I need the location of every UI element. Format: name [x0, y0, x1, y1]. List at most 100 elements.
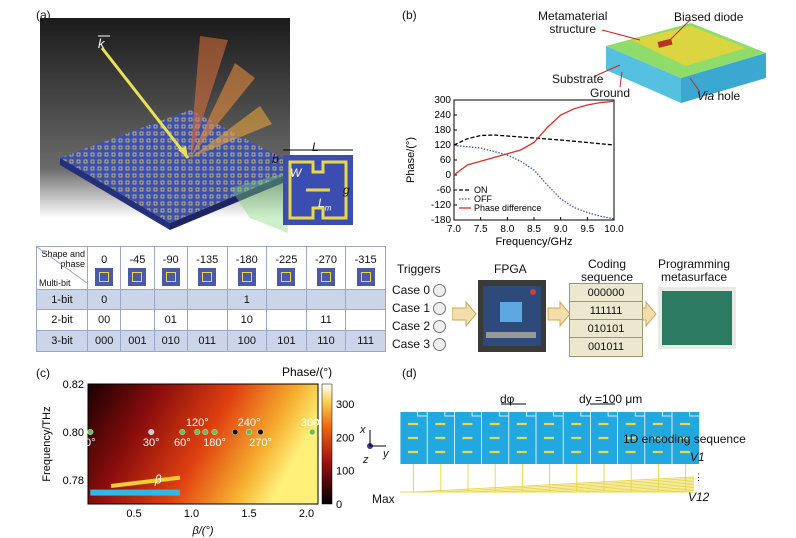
phase-col-6: -270 [305, 246, 347, 290]
metasurface-sample-image [658, 287, 736, 349]
phase-value: -180 [235, 253, 258, 266]
table-cell [153, 288, 188, 311]
trigger-knob-icon [433, 338, 447, 352]
corner-mid: phase [60, 259, 85, 269]
axis-z-label: z [363, 454, 369, 466]
column-bracket [689, 412, 700, 417]
table-cell: 110 [305, 330, 347, 352]
table-row: 1-bit 0 1 [36, 288, 386, 311]
via-hole-label: Via hole [697, 89, 740, 103]
y-tick-label: 0 [445, 170, 451, 181]
corner-top: Shape and [41, 249, 85, 259]
phase-col-3: -135 [186, 246, 228, 290]
panel-b-label: (b) [402, 8, 417, 22]
data-point [211, 428, 218, 436]
max-label: Max [372, 492, 395, 506]
bias-line [549, 484, 695, 493]
table-row: 3-bit 000 001 010 011 100 101 110 111 [36, 330, 386, 352]
y-tick-label: 120 [434, 140, 451, 151]
table-cell: 11 [305, 309, 347, 332]
x-tick-label: 10.0 [604, 224, 624, 235]
y-axis-label: Phase/(°) [405, 137, 417, 183]
v12-label: V12 [688, 490, 710, 504]
column-bracket [662, 412, 672, 417]
v1-label: V1 [690, 450, 705, 464]
dim-W-label: W [290, 166, 302, 180]
phase-col-2: -90 [153, 246, 188, 290]
table-cell: 011 [186, 330, 228, 352]
table-cell [120, 288, 155, 311]
y-tick-label: 0.78 [63, 475, 84, 487]
row-label: 2-bit [36, 309, 88, 332]
series-line [453, 100, 615, 176]
table-cell [305, 288, 347, 311]
y-tick-label: -180 [431, 215, 451, 226]
phase-value: -90 [162, 253, 179, 266]
x-tick-label: 8.0 [500, 224, 514, 235]
row-label: 1-bit [36, 288, 88, 311]
data-point [232, 428, 239, 436]
k-vector-label: k [98, 36, 106, 51]
table-cell [186, 288, 228, 311]
bias-line [576, 485, 695, 493]
case-label: Case 0 [392, 283, 431, 297]
encoding-sequence-label: 1D encoding sequence [623, 432, 746, 446]
data-point [87, 428, 94, 436]
code-box: 001011 [569, 337, 643, 357]
table-cell: 111 [345, 330, 386, 352]
table-cell: 000 [86, 330, 122, 352]
phase-col-4: -180 [226, 246, 268, 290]
metasurface-plate [60, 110, 302, 223]
point-label: 300° [301, 417, 324, 429]
point-label: 60° [174, 437, 191, 449]
data-point [202, 428, 209, 436]
point-label: 120° [186, 417, 209, 429]
metamaterial-line2: structure [549, 22, 597, 36]
unit-cell-diagram [283, 149, 353, 225]
column-bracket [553, 412, 564, 417]
unit-cell-icon [95, 267, 114, 286]
y-tick-label: 300 [434, 95, 451, 106]
ground-label: Ground [590, 86, 631, 100]
via-italic: Via [697, 89, 715, 103]
table-cell [345, 309, 386, 332]
axis-y-label: y [383, 448, 389, 460]
substrate-label: Substrate [552, 72, 604, 86]
bias-line [413, 476, 695, 493]
case-2: Case 2 [392, 319, 447, 334]
x-tick-label: 8.5 [527, 224, 541, 235]
trigger-knob-icon [433, 284, 447, 298]
unit-cell-icon [277, 267, 296, 286]
y-tick-label: 0.82 [63, 379, 84, 391]
dim-Lm-main: L [318, 196, 325, 210]
code-box: 000000 [569, 283, 643, 303]
phase-col-1: -45 [120, 246, 155, 290]
beta-annotation: β [154, 473, 162, 487]
unit-cell-icon [237, 267, 256, 286]
table-cell [266, 288, 307, 311]
x-axis-label: Frequency/GHz [495, 236, 572, 248]
table-cell [266, 309, 307, 332]
case-0: Case 0 [392, 283, 447, 298]
prog-line1: Programming [657, 257, 731, 271]
flow-arrows [452, 300, 657, 328]
table-cell [345, 288, 386, 311]
phase-col-7: -315 [345, 246, 386, 290]
colorbar-tick-label: 0 [336, 499, 342, 511]
x-tick-label: 9.0 [554, 224, 568, 235]
bias-line [495, 481, 695, 493]
fpga-board-image [478, 280, 546, 352]
table-cell: 101 [266, 330, 307, 352]
coding-line2: sequence [580, 270, 634, 284]
phase-value: 0 [101, 253, 108, 266]
y-tick-label: 60 [440, 155, 452, 166]
unit-cell-icon [356, 267, 375, 286]
table-header-row: Shape and phase Multi-bit 0 -45 -90 -135… [36, 246, 386, 290]
column-bracket [444, 412, 455, 417]
case-label: Case 2 [392, 319, 431, 333]
data-point [309, 428, 316, 436]
arrow-right-icon [547, 300, 571, 328]
ellipsis: ⋮ [694, 472, 703, 482]
bias-line [603, 487, 695, 493]
